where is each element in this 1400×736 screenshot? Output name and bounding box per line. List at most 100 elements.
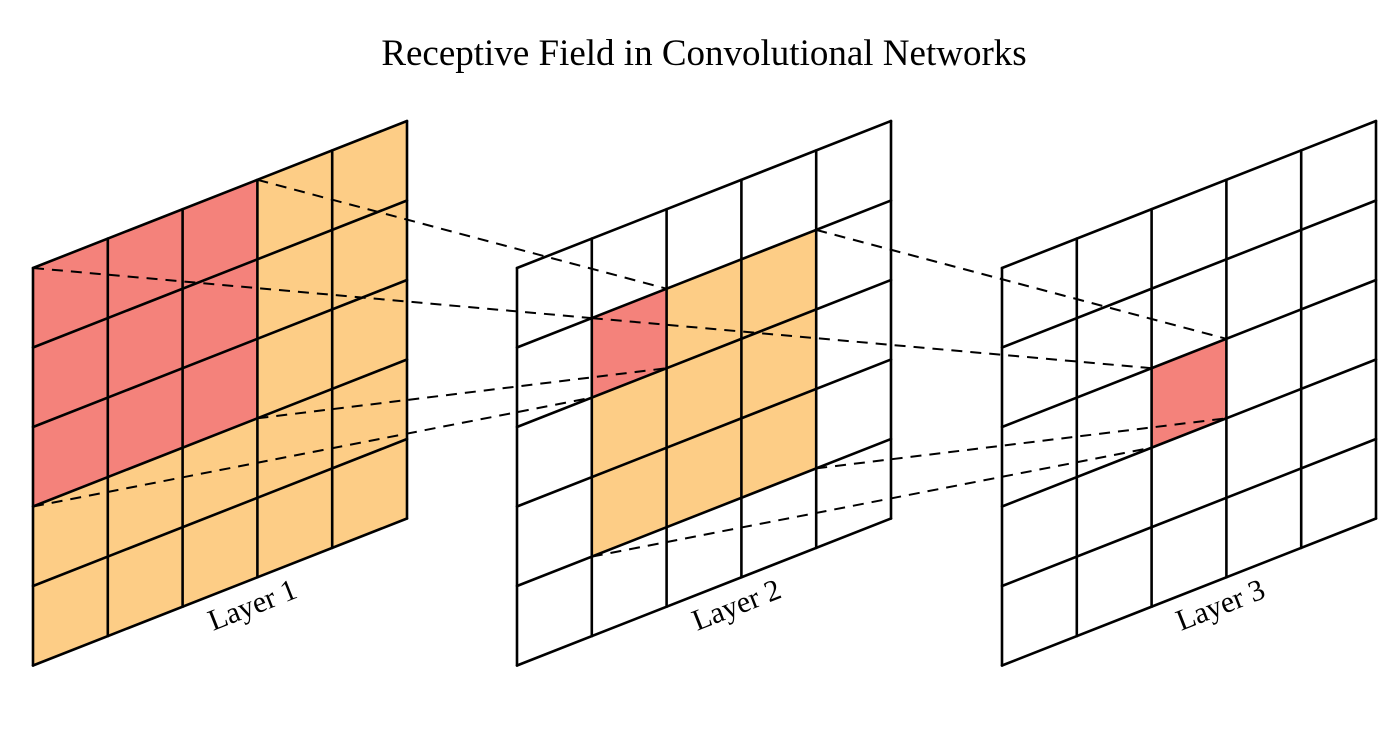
layer-2-cell-4-4 [816, 439, 891, 548]
layer-1-cell-0-3 [257, 150, 333, 260]
layer-2-cell-2-0 [517, 397, 592, 507]
layer-2-cell-0-4 [816, 121, 891, 230]
layer-1-cell-4-0 [33, 556, 108, 666]
layer-2-cell-0-2 [666, 179, 742, 289]
layer-2-row-line [515, 437, 893, 588]
layer-1-cell-1-3 [257, 229, 333, 339]
layer-1-row-line [31, 358, 409, 508]
layer-3-cell-0-1 [1076, 209, 1152, 319]
layer-3-cell-1-1 [1076, 288, 1152, 398]
connector-line-8 [816, 417, 1227, 470]
layer-1-row-line [31, 517, 409, 667]
layer-2-cell-1-2 [666, 259, 742, 369]
layer-2-cell-0-0 [517, 238, 592, 348]
layer-3-cell-2-2 [1151, 338, 1227, 448]
connector-line-2 [257, 178, 667, 290]
layer-2-cell-4-1 [591, 527, 667, 637]
layer-1-cell-2-3 [257, 309, 333, 419]
layer-1-cell-4-3 [257, 468, 333, 578]
grid-lines [31, 119, 1378, 667]
layer-2-cell-2-1 [591, 368, 667, 478]
layer-3-cell-3-1 [1076, 447, 1152, 557]
layer-2-cell-3-0 [517, 477, 592, 586]
layer-2-cell-1-1 [591, 288, 667, 398]
layer-1-cell-4-2 [182, 497, 258, 607]
layer-1-cell-2-4 [332, 280, 407, 389]
diagram-title: Receptive Field in Convolutional Network… [381, 33, 1026, 74]
layer-2-cell-2-2 [666, 338, 742, 448]
layer-1-cell-3-4 [332, 359, 407, 469]
layer-2-row-line [515, 278, 893, 429]
layer-2-row-line [515, 199, 893, 349]
layer-3-cell-4-1 [1076, 527, 1152, 637]
layer-3-cell-3-3 [1226, 388, 1302, 498]
layer-1-row-line [31, 437, 409, 588]
layer-2-cell-0-1 [591, 209, 667, 319]
layer-2-cell-0-3 [741, 150, 817, 260]
layer-1-cell-2-0 [33, 397, 108, 507]
layer-3-cell-4-3 [1226, 468, 1302, 578]
layer-2-cell-1-3 [741, 229, 817, 339]
layer-3-cell-3-2 [1151, 418, 1227, 528]
layer-3-cell-3-0 [1002, 477, 1077, 586]
layer-3-cell-1-0 [1002, 318, 1077, 427]
layer-2-cell-2-3 [741, 309, 817, 419]
layer-1-cell-1-1 [107, 288, 183, 398]
connector-lines [32, 178, 1227, 558]
layer-1-row-line [31, 119, 409, 270]
layer-3-cell-0-3 [1226, 150, 1302, 260]
layer-1-cell-0-4 [332, 121, 407, 230]
layer-3-cell-4-0 [1002, 556, 1077, 666]
layer-1-cell-3-1 [107, 447, 183, 557]
layer-3-row-line [1000, 119, 1378, 270]
connector-line-6 [815, 228, 1227, 340]
layer-3-cell-4-2 [1151, 497, 1227, 607]
layer-1-cell-2-2 [182, 338, 258, 448]
layer-3-cell-2-0 [1002, 397, 1077, 507]
layer-3-row-line [1000, 358, 1378, 508]
layer-3-row-line [1000, 517, 1378, 667]
layer-1-cell-3-2 [182, 418, 258, 528]
layer-3-cell-0-0 [1002, 238, 1077, 348]
layer-1-cell-1-2 [182, 259, 258, 369]
layer-3-row-line [1000, 199, 1378, 349]
layer-1-cell-2-1 [107, 368, 183, 478]
layer-1-cell-0-1 [107, 209, 183, 319]
layer-2-cell-4-0 [517, 556, 592, 666]
layer-3-cell-4-4 [1301, 439, 1376, 548]
layer-1-cell-1-4 [332, 200, 407, 310]
grid-cells [33, 121, 1376, 666]
layer-2-cell-1-4 [816, 200, 891, 310]
layer-2-row-line [515, 517, 893, 667]
layer-2-row-line [515, 119, 893, 270]
layer-2-row-line [515, 358, 893, 508]
layer-3-cell-2-3 [1226, 309, 1302, 419]
layer-3-row-line [1000, 278, 1378, 429]
layer-1-cell-4-4 [332, 439, 407, 548]
layer-2-cell-3-3 [741, 388, 817, 498]
layer-2-cell-4-2 [666, 497, 742, 607]
layer-2-cell-3-4 [816, 359, 891, 469]
layer-3-cell-0-2 [1151, 179, 1227, 289]
layer-3-cell-1-4 [1301, 200, 1376, 310]
layer-1-cell-0-0 [33, 238, 108, 348]
layer-1-row-line [31, 278, 409, 429]
layer-2-cell-3-2 [666, 418, 742, 528]
layer-1-cell-3-3 [257, 388, 333, 498]
layer-1-row-line [31, 199, 409, 349]
layer-3-cell-0-4 [1301, 121, 1376, 230]
connector-line-4 [257, 367, 667, 420]
layer-2-cell-2-4 [816, 280, 891, 389]
layer-3-cell-1-2 [1151, 259, 1227, 369]
layer-2-cell-1-0 [517, 318, 592, 427]
layer-3-cell-2-1 [1076, 368, 1152, 478]
layer-1-cell-3-0 [33, 477, 108, 586]
layer-2-cell-4-3 [741, 468, 817, 578]
layer-1-cell-4-1 [107, 527, 183, 637]
layer-3-cell-3-4 [1301, 359, 1376, 469]
connector-line-7 [591, 446, 1152, 558]
layer-3-row-line [1000, 437, 1378, 588]
layer-1-cell-1-0 [33, 318, 108, 427]
layer-1-cell-0-2 [182, 179, 258, 289]
